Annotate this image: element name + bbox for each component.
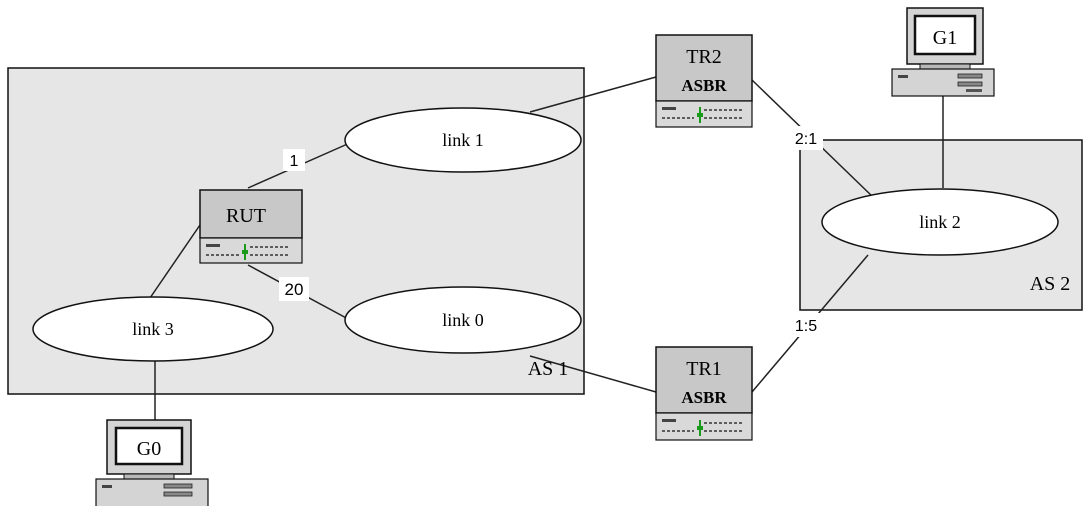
- cost-tr1-link2-label: 1:5: [795, 318, 817, 335]
- cost-tr2-link2-label: 2:1: [795, 131, 817, 148]
- link1-label: link 1: [442, 130, 484, 150]
- g0-host: G0: [95, 419, 209, 506]
- link3-ellipse: link 3: [32, 296, 274, 362]
- link0-label: link 0: [442, 310, 484, 330]
- cost-rut-link1-label: 1: [290, 153, 299, 170]
- cost-rut-link0-label: 20: [285, 280, 304, 299]
- rut-link3-line: [149, 224, 201, 299]
- tr1-router: TR1 ASBR: [655, 346, 753, 441]
- tr2-name: TR2: [686, 46, 722, 68]
- tr2-role: ASBR: [681, 76, 727, 95]
- rut-label: RUT: [226, 205, 266, 227]
- g1-host: G1: [891, 7, 995, 97]
- as1-label: AS 1: [528, 358, 569, 380]
- link0-ellipse: link 0: [344, 286, 582, 354]
- link0-tr1-line: [529, 355, 657, 393]
- tr1-role: ASBR: [681, 388, 727, 407]
- tr2-router: TR2 ASBR: [655, 34, 753, 128]
- cost-rut-link0: 20: [279, 277, 309, 301]
- g1-label: G1: [933, 27, 957, 49]
- link1-ellipse: link 1: [344, 107, 582, 173]
- cost-tr2-link2: 2:1: [789, 126, 823, 150]
- as2-label: AS 2: [1030, 273, 1071, 295]
- tr1-name: TR1: [686, 358, 722, 380]
- link2-ellipse: link 2: [821, 188, 1059, 256]
- link3-label: link 3: [132, 319, 174, 339]
- link1-tr2-line: [529, 76, 657, 113]
- g0-label: G0: [137, 438, 161, 460]
- cost-tr1-link2: 1:5: [791, 313, 821, 337]
- rut-router: RUT: [199, 189, 303, 264]
- cost-rut-link1: 1: [283, 149, 305, 171]
- link2-label: link 2: [919, 212, 961, 232]
